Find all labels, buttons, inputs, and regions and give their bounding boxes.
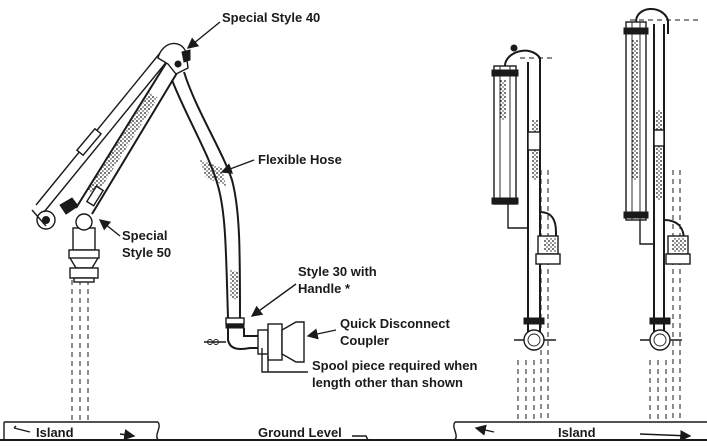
right-loading-arm [623,8,700,420]
middle-loading-arm [491,44,561,420]
label-style-30-line2: Handle * [298,281,351,296]
label-island-right: Island [558,425,596,440]
diagram-labels: Special Style 40 Flexible Hose Special S… [36,10,596,440]
label-flexible-hose: Flexible Hose [258,152,342,167]
left-loading-arm [31,42,305,420]
label-quick-disconnect-line1: Quick Disconnect [340,316,450,331]
ground-and-islands [0,421,707,441]
label-quick-disconnect-line2: Coupler [340,333,389,348]
label-spool-line2: length other than shown [312,375,463,390]
label-special-style-50-line1: Special [122,228,168,243]
callout-leaders [13,21,692,442]
label-spool-line1: Spool piece required when [312,358,477,373]
label-special-style-40: Special Style 40 [222,10,320,25]
label-style-30-line1: Style 30 with [298,264,377,279]
label-special-style-50-line2: Style 50 [122,245,171,260]
label-ground-level: Ground Level [258,425,342,440]
label-island-left: Island [36,425,74,440]
